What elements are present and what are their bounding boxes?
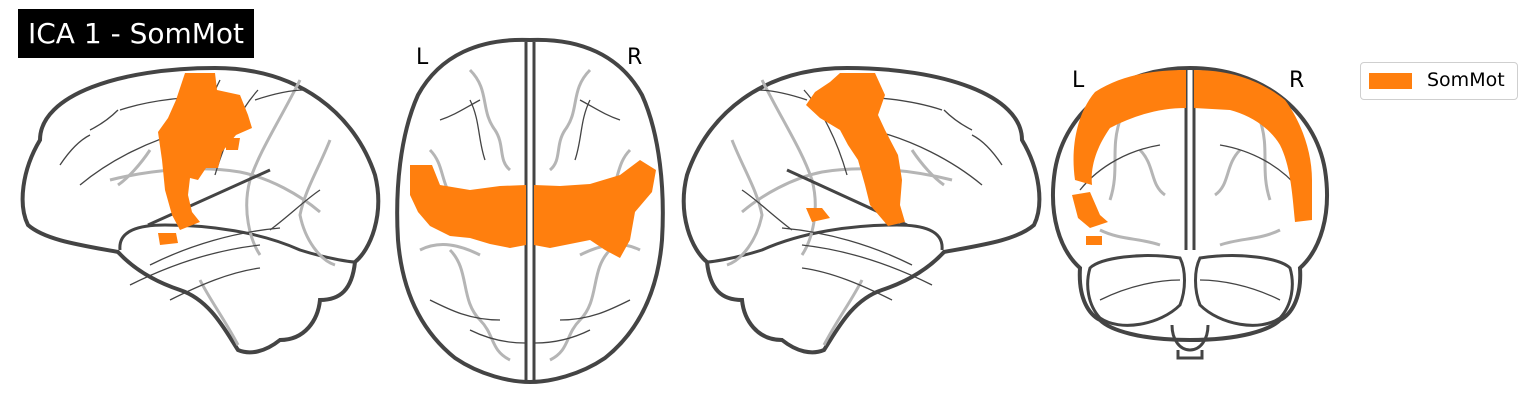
coronal-brain-outline (1051, 65, 1329, 343)
sagittal-right-brain-outline (681, 65, 1042, 355)
sagittal-left-view (20, 65, 381, 355)
figure-title: ICA 1 - SomMot (18, 9, 255, 58)
axial-view (395, 37, 665, 385)
coronal-left-label: L (1072, 68, 1085, 93)
coronal-view (1051, 65, 1329, 360)
legend: SomMot (1360, 62, 1518, 100)
sagittal-right-temporal-outline (706, 223, 944, 264)
legend-swatch (1369, 73, 1412, 89)
coronal-right-label: R (1289, 68, 1305, 93)
axial-right-label: R (627, 45, 643, 70)
legend-label: SomMot (1427, 69, 1505, 91)
sagittal-right-view (681, 65, 1042, 355)
coronal-cerebellum-outline (1086, 254, 1186, 327)
sagittal-left-brain-outline (20, 65, 381, 355)
axial-left-label: L (416, 45, 429, 70)
sagittal-left-temporal-outline (118, 223, 356, 264)
axial-brain-outline (395, 37, 665, 385)
